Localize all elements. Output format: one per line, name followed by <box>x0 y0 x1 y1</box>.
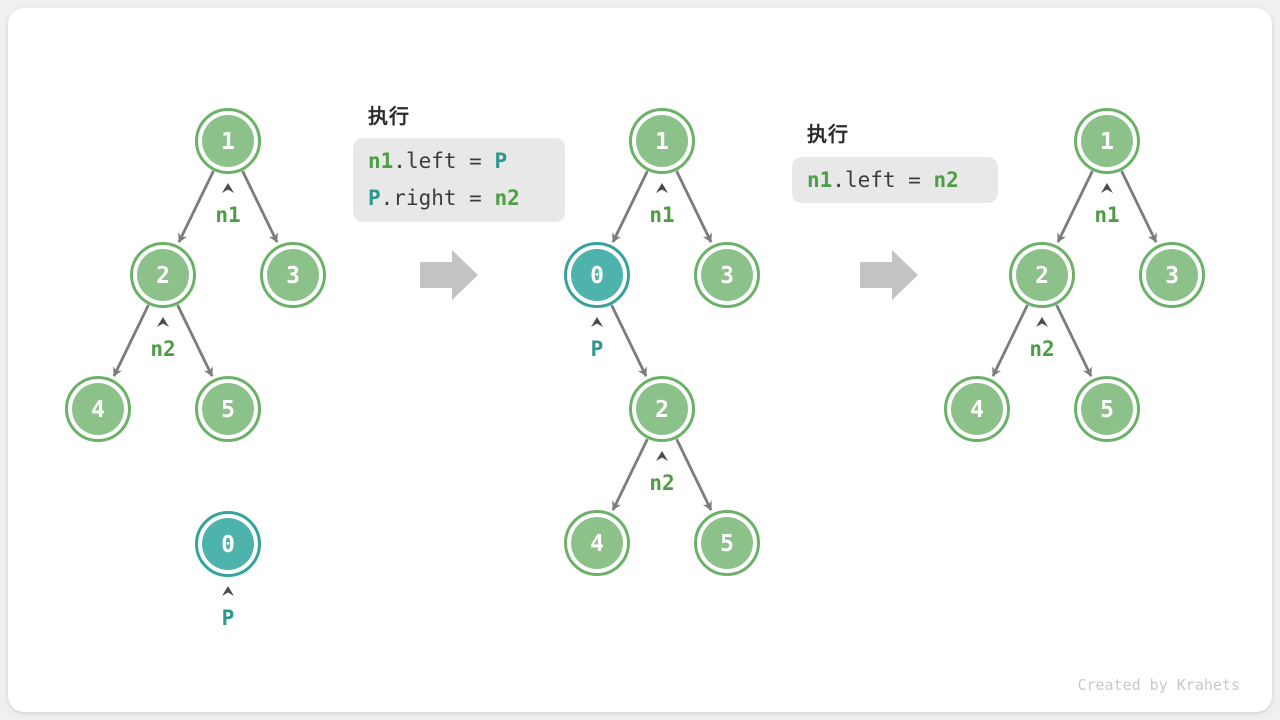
code-token: P <box>368 186 381 210</box>
tree-edge <box>112 304 150 377</box>
flow-arrow-icon <box>420 250 478 300</box>
pointer-caret-icon <box>591 317 603 327</box>
tree-node-value: 4 <box>590 531 604 557</box>
tree-node-fill <box>137 249 189 301</box>
tree-node-value: 4 <box>970 397 984 423</box>
tree-node-value: 1 <box>1100 129 1114 155</box>
pointer-caret-icon <box>222 586 234 596</box>
tree-node-value: 2 <box>156 263 170 289</box>
execute-heading: 执行 <box>807 124 849 146</box>
tree-1: 1 2 3 4 5 0 n1 n2P <box>65 108 326 630</box>
tree-node-value: 3 <box>720 263 734 289</box>
pointer-caret-icon <box>656 183 668 193</box>
tree-edge <box>611 170 649 243</box>
pointer-label: n2 <box>150 337 175 361</box>
pointer-label: n1 <box>649 203 674 227</box>
code-token: .left = <box>393 149 495 173</box>
tree-3: 1 2 3 4 5 n1 n2 <box>944 108 1205 442</box>
code-token: .left = <box>832 167 934 192</box>
tree-node-value: 3 <box>1165 263 1179 289</box>
tree-edge <box>176 304 214 377</box>
tree-node-fill <box>636 383 688 435</box>
pointer-label: n1 <box>1094 203 1119 227</box>
tree-node-fill <box>571 517 623 569</box>
tree-edge <box>675 170 713 243</box>
tree-edge <box>611 438 649 511</box>
code-token: n1 <box>368 149 394 173</box>
pointer-label: P <box>222 606 235 630</box>
tree-node-value: 5 <box>221 397 235 423</box>
tree-node-value: 1 <box>655 129 669 155</box>
tree-node-value: 5 <box>720 531 734 557</box>
code-line: P.right = n2 <box>368 180 565 217</box>
tree-edge <box>1120 170 1158 243</box>
tree-node-value: 0 <box>221 532 235 558</box>
code-token: .right = <box>380 186 495 210</box>
tree-node-value: 2 <box>655 397 669 423</box>
code-line: n1.left = P <box>368 143 565 180</box>
tree-node-fill <box>636 115 688 167</box>
tree-edge <box>177 170 215 243</box>
watermark: Created by Krahets <box>1077 676 1240 694</box>
tree-edge <box>1055 304 1093 377</box>
tree-node-fill <box>571 249 623 301</box>
tree-node-fill <box>1081 383 1133 435</box>
code-token: n1 <box>807 167 833 192</box>
pointer-caret-icon <box>222 183 234 193</box>
pointer-caret-icon <box>656 451 668 461</box>
tree-node-value: 1 <box>221 129 235 155</box>
tree-node-fill <box>1016 249 1068 301</box>
tree-edge <box>675 438 713 511</box>
pointer-label: n2 <box>649 471 674 495</box>
code-token: n2 <box>933 167 959 192</box>
execute-heading: 执行 <box>368 106 410 128</box>
tree-node-fill <box>701 517 753 569</box>
pointer-label: P <box>591 337 604 361</box>
tree-edge <box>991 304 1029 377</box>
pointer-caret-icon <box>157 317 169 327</box>
tree-node-fill <box>202 518 254 570</box>
tree-node-value: 5 <box>1100 397 1114 423</box>
tree-node-fill <box>202 383 254 435</box>
flow-arrow-icon <box>860 250 918 300</box>
tree-node-fill <box>72 383 124 435</box>
code-line: n1.left = n2 <box>807 162 998 199</box>
tree-node-value: 2 <box>1035 263 1049 289</box>
tree-node-value: 0 <box>590 263 604 289</box>
tree-node-fill <box>701 249 753 301</box>
pointer-caret-icon <box>1036 317 1048 327</box>
tree-edge <box>1056 170 1094 243</box>
tree-edge <box>610 304 648 377</box>
tree-node-value: 3 <box>286 263 300 289</box>
code-token: n2 <box>494 186 520 210</box>
pointer-caret-icon <box>1101 183 1113 193</box>
tree-node-fill <box>1146 249 1198 301</box>
code-token: P <box>494 149 508 173</box>
tree-edge <box>241 170 279 243</box>
pointer-label: n2 <box>1029 337 1054 361</box>
tree-node-fill <box>267 249 319 301</box>
tree-node-fill <box>951 383 1003 435</box>
pointer-label: n1 <box>215 203 240 227</box>
tree-node-fill <box>202 115 254 167</box>
tree-node-value: 4 <box>91 397 105 423</box>
code-block: n1.left = n2 <box>792 157 998 203</box>
tree-node-fill <box>1081 115 1133 167</box>
